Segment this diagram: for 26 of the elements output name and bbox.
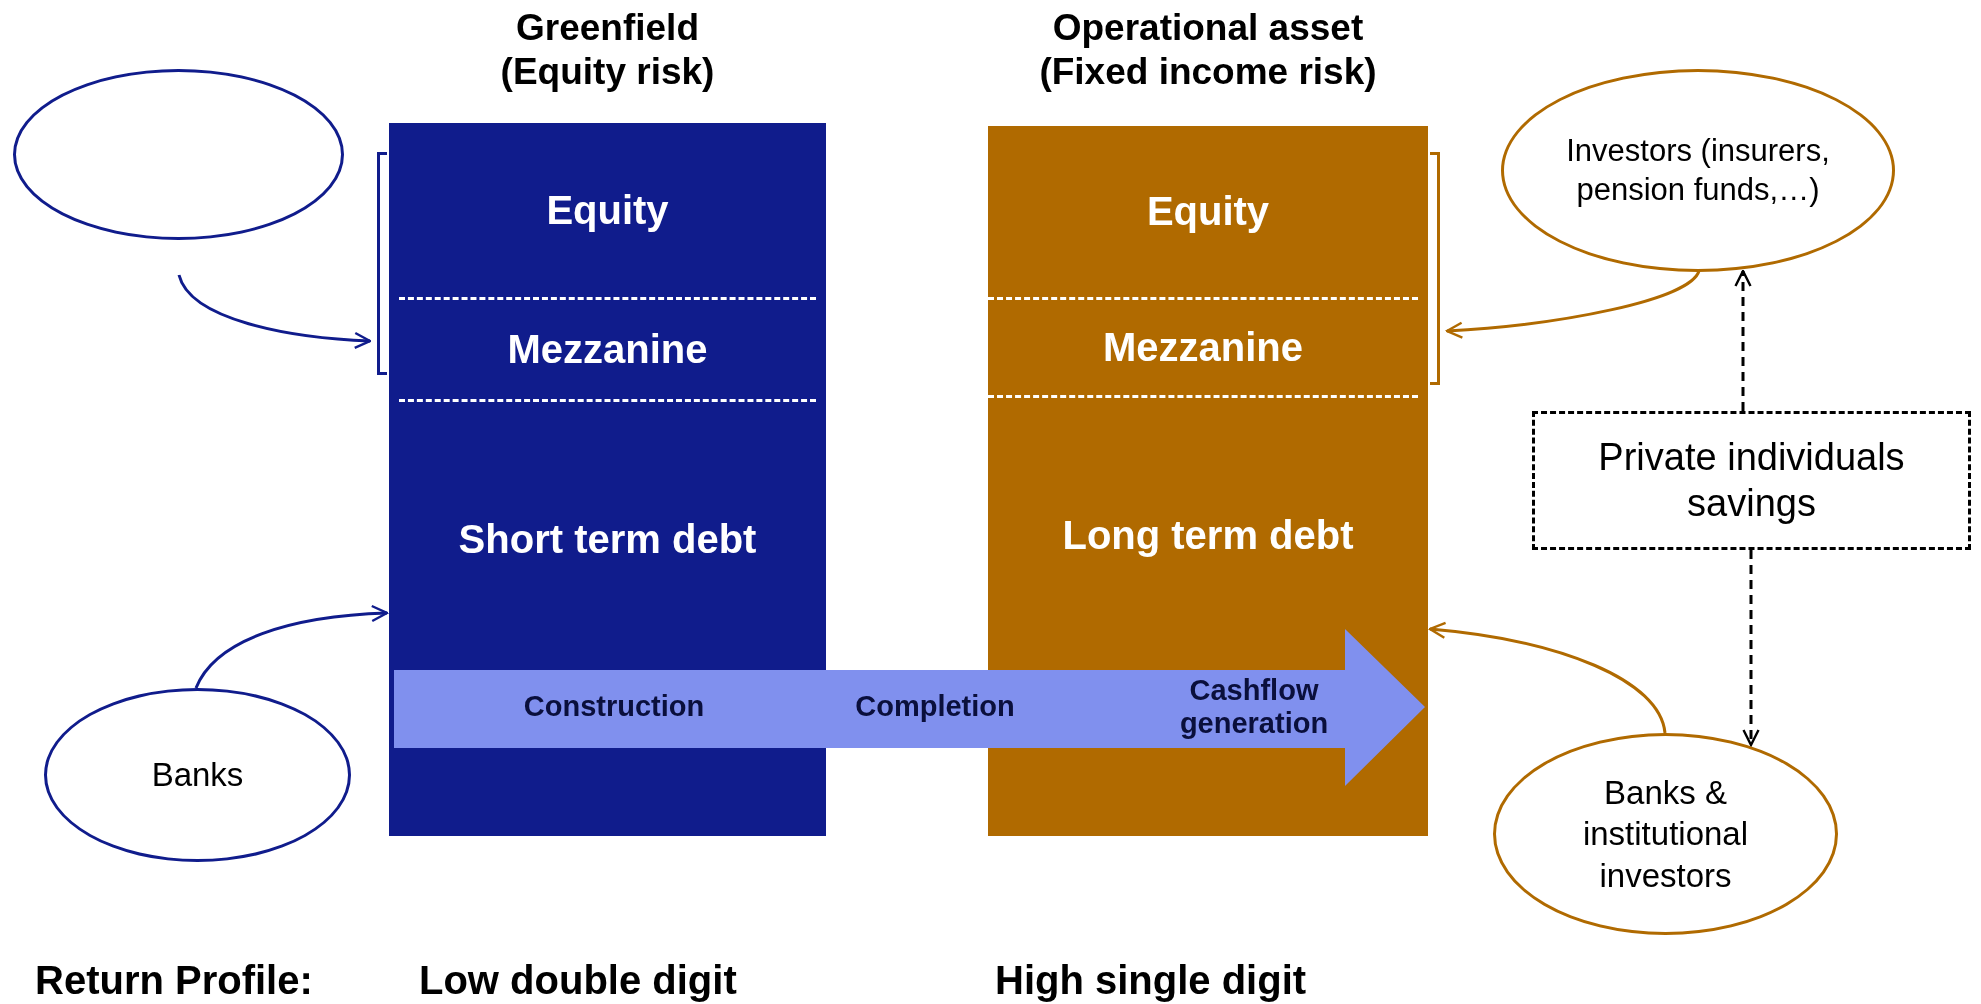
value-label: Low double digit [419,958,737,1003]
row-label: Return Profile: [35,958,313,1003]
arrow [194,605,389,689]
section-label: Long term debt [1062,513,1354,558]
bracket [1430,152,1440,385]
section-label: Equity [1146,189,1270,234]
section-label: Mezzanine [507,327,708,372]
arrow [1428,621,1667,734]
column-heading: Operational asset (Fixed income risk) [1018,6,1398,95]
institutions-oval: Banks & institutional investors [1493,733,1838,935]
arrow [1742,550,1760,747]
arrow [177,274,372,349]
section-label: Equity [546,187,669,233]
section-label: Mezzanine [1102,325,1303,370]
banks-oval: Banks [44,688,351,862]
column-panel [389,123,826,836]
value-label: High single digit [995,958,1307,1003]
phase-label: Cashflow generation [1178,673,1330,741]
dashed-box: Private individuals savings [1532,411,1971,550]
arrow [1734,269,1752,411]
investors-oval: Investors (insurers, pension funds,…) [1501,69,1895,272]
column-heading: Greenfield (Equity risk) [477,6,738,95]
section-label: Short term debt [458,517,757,562]
phase-label: Completion [855,690,1015,724]
arrow [1445,270,1701,339]
phase-label: Construction [523,690,705,724]
